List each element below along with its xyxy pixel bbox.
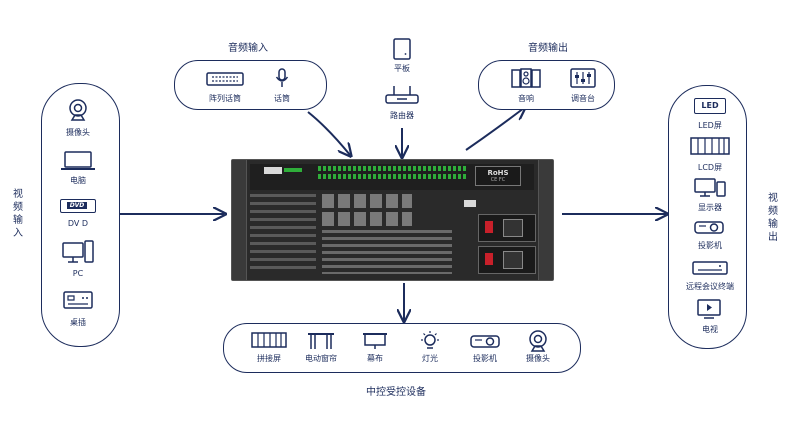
mixer-icon xyxy=(570,68,596,88)
power-module-2 xyxy=(478,246,536,274)
light-bulb-icon xyxy=(419,330,441,352)
video-output-label-4: 远程会议终端 xyxy=(686,282,734,291)
led-screen-icon: LED xyxy=(694,98,726,114)
projector-icon xyxy=(694,219,724,235)
video-input-label-0: 摄像头 xyxy=(66,128,90,137)
speaker-icon xyxy=(511,68,541,88)
video-input-label-4: 桌插 xyxy=(70,318,86,327)
controlled-label-0: 拼接屏 xyxy=(257,354,281,363)
rack-ear-left xyxy=(232,160,247,280)
video-input-title: 视频输入 xyxy=(13,189,23,239)
matrix-processor: RoHS CE FC xyxy=(231,159,554,281)
video-output-label-2: 显示器 xyxy=(698,203,722,212)
rack-ear-right xyxy=(538,160,553,280)
audio-input-label-0: 阵列话筒 xyxy=(209,94,241,103)
controlled-devices-group xyxy=(223,323,581,373)
video-output-label-5: 电视 xyxy=(702,325,718,334)
vga-ports-2 xyxy=(322,212,412,226)
rohs-text: RoHS xyxy=(487,169,509,177)
laptop-icon xyxy=(60,151,96,171)
controlled-label-3: 灯光 xyxy=(422,354,438,363)
video-output-label-0: LED屏 xyxy=(698,121,722,130)
audio-output-title: 音频输出 xyxy=(528,43,568,54)
vga-ports-1 xyxy=(322,194,412,208)
power-switch-1 xyxy=(485,221,493,233)
dvd-player-icon: DVD xyxy=(60,199,96,213)
webcam-icon xyxy=(67,99,89,121)
electric-curtain-icon xyxy=(307,332,335,350)
port-grid-center xyxy=(322,230,452,274)
power-socket-1 xyxy=(503,219,523,237)
audio-input-title: 音频输入 xyxy=(228,43,268,54)
controlled-label-4: 投影机 xyxy=(473,354,497,363)
rohs-sub: CE FC xyxy=(490,177,506,183)
microphone-icon xyxy=(275,68,289,88)
rohs-badge: RoHS CE FC xyxy=(475,166,521,186)
audio-input-group xyxy=(174,60,327,110)
router-icon xyxy=(384,84,420,104)
splicing-screen-icon xyxy=(251,332,287,348)
desk-socket-icon xyxy=(63,291,93,309)
video-input-group xyxy=(41,83,120,347)
port-grid-left xyxy=(250,194,316,272)
arrow-audio-output xyxy=(465,108,524,151)
rj45-port xyxy=(464,200,476,207)
power-module-1 xyxy=(478,214,536,242)
terminal-block-top xyxy=(318,166,466,171)
projector-icon xyxy=(470,333,500,349)
video-output-label-1: LCD屏 xyxy=(697,163,723,172)
tablet-label: 平板 xyxy=(394,64,410,73)
tablet-icon xyxy=(393,38,411,60)
network-port xyxy=(264,167,282,174)
audio-output-label-1: 调音台 xyxy=(571,94,595,103)
video-input-label-1: 电脑 xyxy=(70,176,86,185)
projection-screen-icon xyxy=(362,332,388,350)
monitor-icon xyxy=(694,178,726,198)
audio-output-label-0: 音响 xyxy=(518,94,534,103)
lcd-wall-icon xyxy=(690,137,730,155)
dvd-logo: DVD xyxy=(67,202,87,209)
controlled-devices-title: 中控受控设备 xyxy=(366,387,426,398)
controlled-label-5: 摄像头 xyxy=(526,354,550,363)
video-output-label-3: 投影机 xyxy=(698,241,722,250)
terminal-block-top-2 xyxy=(318,174,466,179)
controlled-label-2: 幕布 xyxy=(367,354,383,363)
array-microphone-icon xyxy=(206,72,244,86)
audio-input-label-1: 话筒 xyxy=(274,94,290,103)
webcam-icon xyxy=(528,330,548,352)
power-switch-2 xyxy=(485,253,493,265)
video-input-label-2: DV D xyxy=(67,219,89,228)
pc-icon xyxy=(62,240,94,264)
tv-icon xyxy=(697,299,721,319)
video-input-label-3: PC xyxy=(72,269,84,278)
video-output-title: 视频输出 xyxy=(768,193,778,243)
router-label: 路由器 xyxy=(390,111,414,120)
arrow-audio-input xyxy=(307,111,350,155)
controlled-label-1: 电动窗帘 xyxy=(305,354,337,363)
power-socket-2 xyxy=(503,251,523,269)
conference-terminal-icon xyxy=(692,261,728,275)
terminal-block-left xyxy=(284,168,302,172)
